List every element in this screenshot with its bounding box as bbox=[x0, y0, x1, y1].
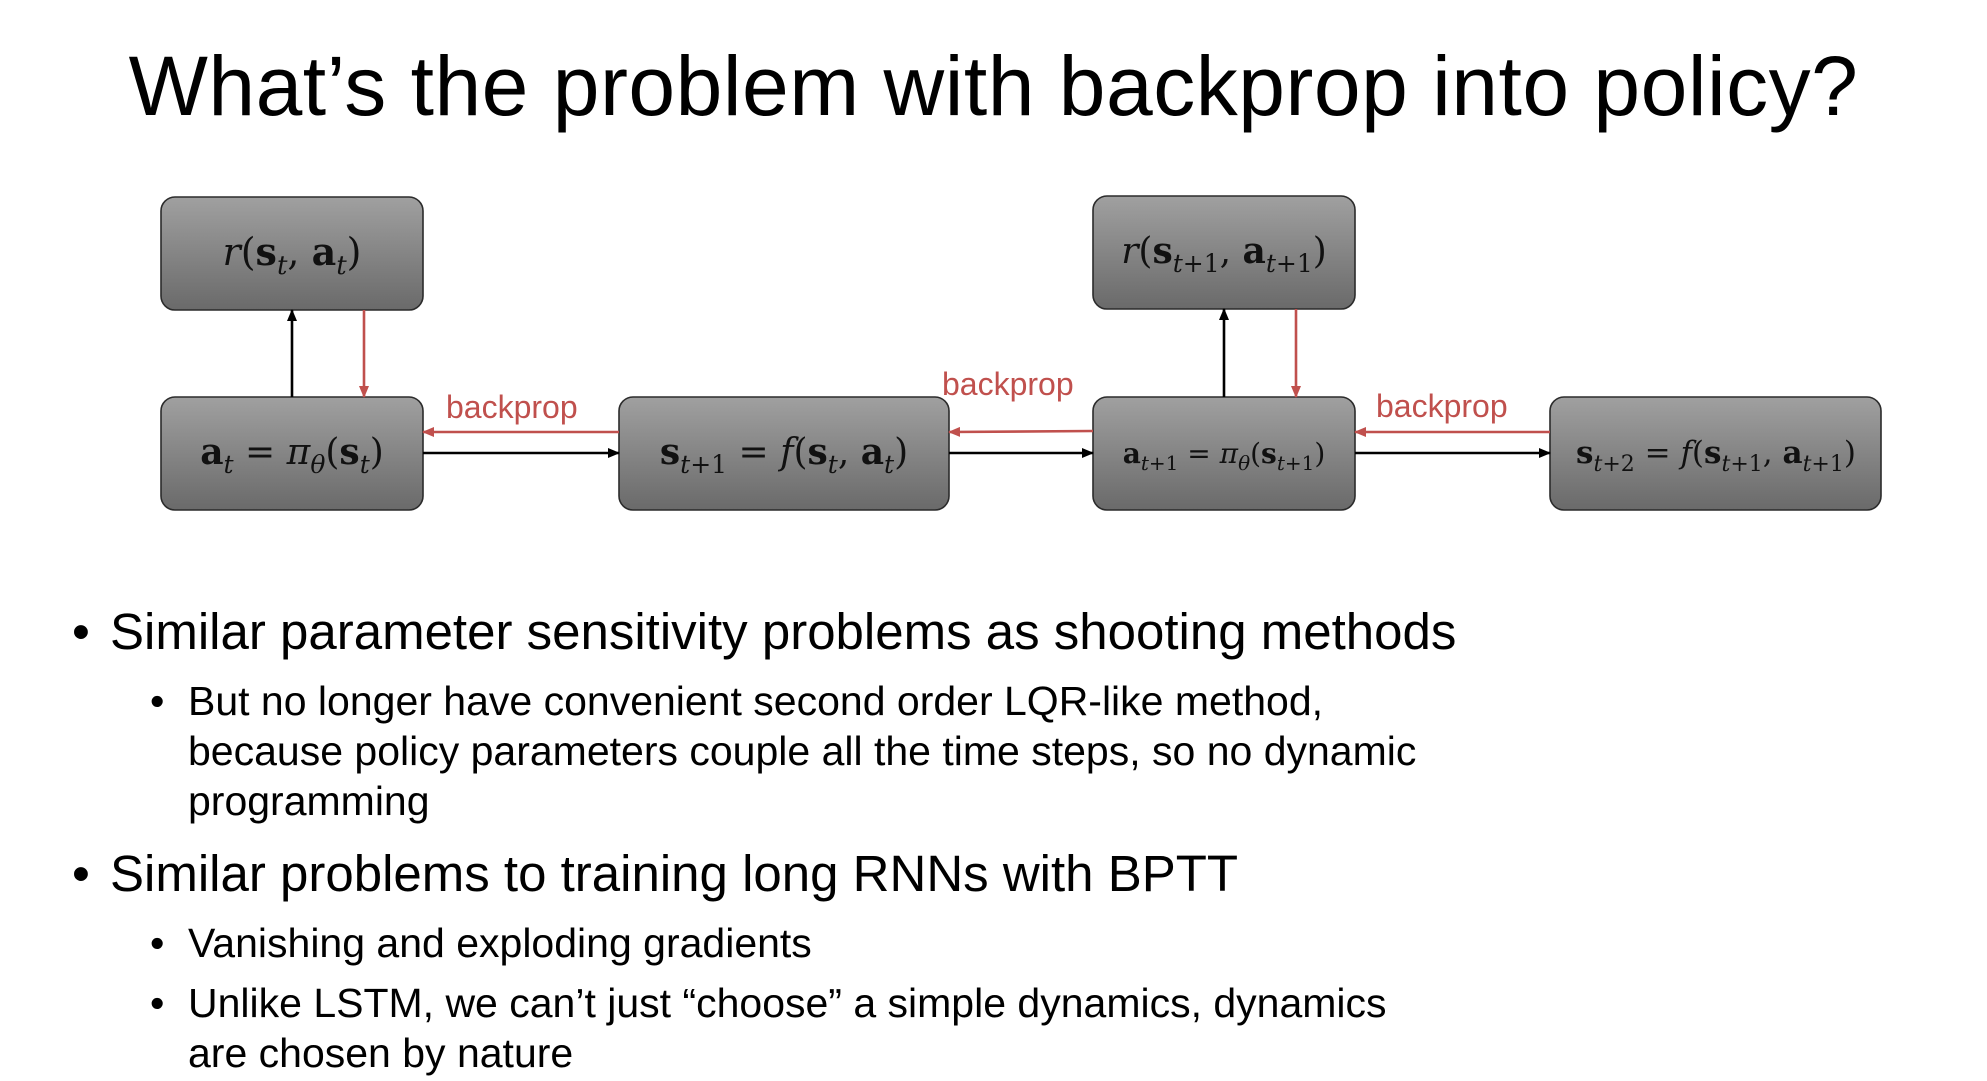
svg-text:at = πθ(st): at = πθ(st) bbox=[200, 431, 384, 479]
bullet-2-sub-2-text: Unlike LSTM, we can’t just “choose” a si… bbox=[188, 980, 1387, 1076]
bullet-dot: • bbox=[150, 980, 165, 1026]
svg-text:r(st, at): r(st, at) bbox=[223, 229, 362, 281]
slide-title: What’s the problem with backprop into po… bbox=[128, 39, 1859, 133]
node-state-t2: st+2 = f(st+1, at+1) bbox=[1549, 396, 1882, 511]
bullet-2-text: Similar problems to training long RNNs w… bbox=[110, 845, 1239, 902]
svg-text:at+1 = πθ(st+1): at+1 = πθ(st+1) bbox=[1123, 437, 1326, 475]
bullet-dot: • bbox=[72, 603, 90, 660]
backprop-label-2: backprop bbox=[942, 366, 1074, 402]
backprop-label-3: backprop bbox=[1376, 388, 1508, 424]
bullet-dot: • bbox=[72, 845, 90, 902]
node-state-t1: st+1 = f(st, at) bbox=[618, 396, 950, 511]
bullet-1-text: Similar parameter sensitivity problems a… bbox=[110, 603, 1457, 660]
node-reward-t: r(st, at) bbox=[160, 196, 424, 311]
node-reward-t1: r(st+1, at+1) bbox=[1092, 195, 1356, 310]
svg-text:st+2 = f(st+1, at+1): st+2 = f(st+1, at+1) bbox=[1576, 435, 1856, 477]
backprop-label-1: backprop bbox=[446, 389, 578, 425]
svg-text:st+1 = f(st, at): st+1 = f(st, at) bbox=[660, 431, 908, 479]
node-action-t1: at+1 = πθ(st+1) bbox=[1092, 396, 1356, 511]
bullet-2-sub-1-text: Vanishing and exploding gradients bbox=[188, 920, 812, 966]
bullet-dot: • bbox=[150, 920, 165, 966]
bullet-dot: • bbox=[150, 678, 165, 724]
node-action-t: at = πθ(st) bbox=[160, 396, 424, 511]
bullet-1-sub-1-text: But no longer have convenient second ord… bbox=[188, 678, 1417, 824]
backprop-arrow-a_t1-to-s_t1 bbox=[948, 426, 1094, 437]
